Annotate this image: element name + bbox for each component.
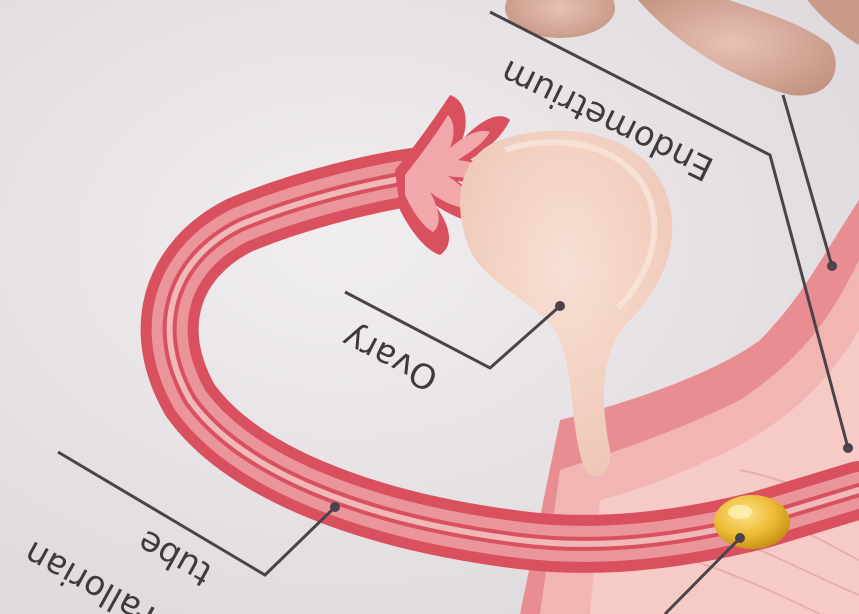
egg-cell bbox=[714, 495, 790, 549]
